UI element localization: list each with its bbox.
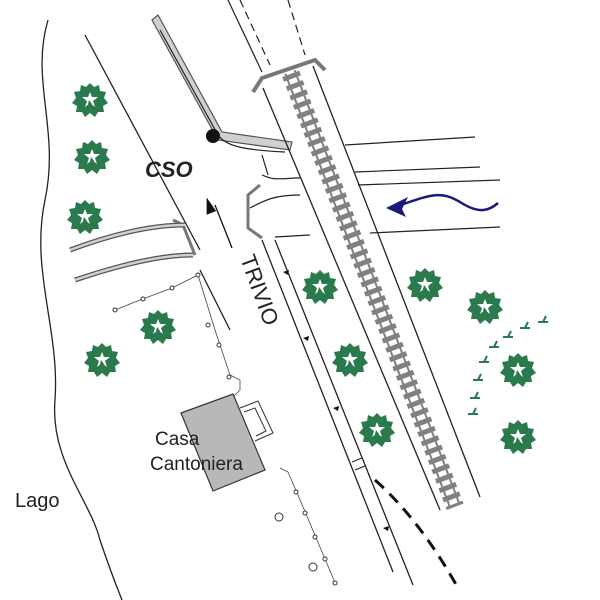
gray-road	[151, 14, 293, 151]
tree-icon	[500, 420, 536, 454]
grass-icon	[467, 407, 479, 415]
flow-arrow-icon	[386, 193, 499, 217]
railway	[251, 57, 481, 511]
grass-icon	[478, 355, 490, 363]
left-road	[84, 34, 231, 331]
lake-shore	[40, 19, 123, 600]
trivio-label: TRIVIO	[235, 251, 284, 328]
grass-icon	[472, 373, 484, 381]
grass-icon	[537, 315, 549, 323]
tree-icon	[67, 200, 103, 234]
trivio-road	[261, 239, 414, 586]
right-roads	[249, 136, 501, 238]
cso-label: CSO	[145, 157, 193, 182]
house-label-line2: Cantoniera	[150, 454, 243, 475]
tree-icon	[72, 83, 108, 117]
grass-icon	[469, 391, 481, 399]
house-label-line1: Casa	[155, 429, 200, 450]
lake-label: Lago	[15, 490, 60, 512]
tree-icon	[140, 310, 176, 344]
direction-arrow-icon	[206, 197, 233, 249]
grass-icon	[502, 330, 514, 338]
tree-icon	[84, 343, 120, 377]
manhole-dot-icon	[112, 272, 338, 586]
trees	[67, 83, 536, 454]
tree-icon	[302, 270, 338, 304]
tree-icon	[407, 268, 443, 302]
tree-icon	[467, 290, 503, 324]
cso-point	[206, 129, 220, 143]
dashed-path	[374, 478, 460, 589]
tree-icon	[500, 353, 536, 387]
tree-icon	[332, 343, 368, 377]
tree-icon	[359, 413, 395, 447]
tree-icon	[74, 140, 110, 174]
casa-cantoniera-building	[180, 393, 274, 492]
grass-icon	[488, 340, 500, 348]
fence	[114, 274, 337, 586]
grass-icon	[519, 321, 531, 329]
